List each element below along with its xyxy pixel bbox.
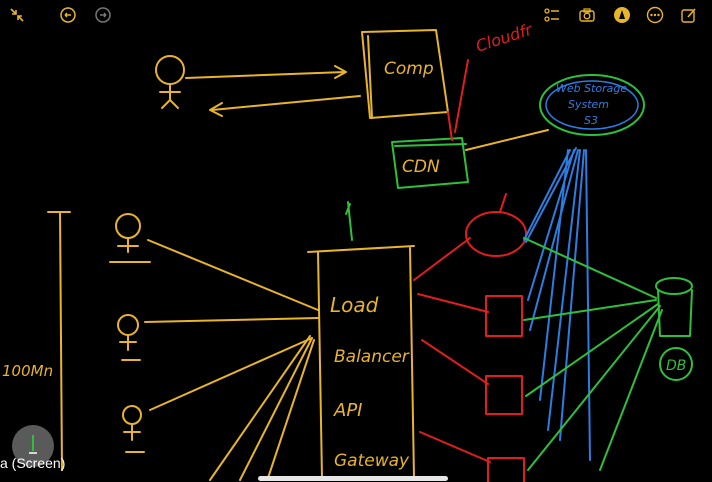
redo-icon[interactable] (94, 6, 112, 24)
server-1 (465, 193, 527, 257)
server-to-db-lines (523, 237, 663, 471)
collapse-icon[interactable] (8, 6, 26, 24)
server-2 (485, 295, 523, 337)
user-to-lb-lines (144, 239, 319, 481)
compose-icon[interactable] (680, 6, 698, 24)
arrow-to-comp (185, 65, 347, 79)
cdn-label: CDN (402, 157, 440, 177)
more-icon[interactable] (646, 6, 664, 24)
balancer-label: Balancer (334, 347, 410, 367)
undo-icon[interactable] (59, 6, 77, 24)
server-3 (485, 375, 523, 415)
cdn-box (391, 137, 469, 189)
server-4 (487, 457, 525, 482)
load-balancer-pillar (307, 245, 415, 479)
web-storage-blob (539, 74, 645, 136)
user-figure-top (155, 55, 185, 109)
storage-label-1: Web Storage (556, 82, 627, 95)
green-tick-mark (345, 201, 353, 241)
microphone-bubble[interactable] (12, 425, 54, 467)
db-cylinder (655, 277, 693, 381)
load-label: Load (330, 293, 379, 317)
storage-label-3: S3 (584, 114, 598, 127)
user-figure-2 (117, 314, 141, 361)
user-figure-3 (122, 405, 145, 453)
api-label: API (333, 400, 362, 421)
db-label: DB (666, 358, 686, 374)
camera-icon[interactable] (578, 6, 596, 24)
cloudfront-label: Cloudfr (473, 19, 535, 55)
lb-to-server-lines (413, 237, 491, 463)
user-figure-1 (109, 213, 151, 263)
arrow-from-comp (209, 95, 361, 117)
text-list-icon[interactable] (543, 6, 561, 24)
pen-marker-icon[interactable] (613, 6, 631, 24)
screen-share-caption: a (Screen) (0, 455, 66, 471)
comp-to-cdn-line (447, 111, 453, 141)
storage-label-2: System (568, 98, 609, 111)
microphone-icon (29, 435, 37, 454)
gateway-label: Gateway (334, 451, 410, 471)
scale-line (47, 211, 71, 471)
home-indicator[interactable] (258, 476, 448, 481)
server-to-storage-lines (523, 147, 591, 461)
cdn-to-storage-line (465, 129, 549, 151)
cloudfront-arrow (454, 59, 469, 133)
scale-label: 100Mn (2, 362, 53, 380)
comp-label: Comp (384, 59, 434, 79)
